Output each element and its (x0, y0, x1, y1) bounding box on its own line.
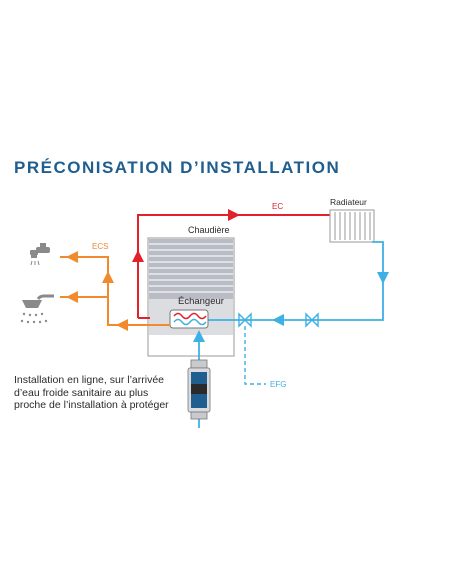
exchanger-coil (169, 309, 209, 329)
boiler-label: Chaudière (188, 225, 230, 235)
ecs-arrow-up (102, 271, 114, 283)
valve-icon (305, 312, 319, 328)
efg-label: EFG (270, 380, 286, 389)
return-arrow-left (272, 314, 284, 326)
ecs-label: ECS (92, 242, 108, 251)
page-title: PRÉCONISATION D’INSTALLATION (14, 158, 341, 177)
ec-label: EC (272, 202, 283, 211)
flow-arrow-up (132, 250, 144, 262)
flow-arrow-right (228, 209, 240, 221)
cold-water-supply (198, 326, 266, 428)
filter-device-icon (187, 359, 211, 420)
shower-icon (20, 294, 54, 324)
ecs-arrow-left-3 (66, 291, 78, 303)
note-line: Installation en ligne, sur l’arrivée (14, 374, 164, 386)
heating-circuit (137, 214, 330, 319)
ecs-arrow-left-1 (116, 319, 128, 331)
installation-note: Installation en ligne, sur l’arrivée d’e… (14, 374, 224, 412)
radiator-label: Radiateur (330, 197, 367, 207)
cold-arrow-up (193, 330, 205, 342)
note-line: proche de l’installation à protéger (14, 399, 169, 411)
radiator-icon (329, 209, 375, 243)
boiler (147, 237, 235, 357)
return-arrow-down (377, 272, 389, 284)
note-line: d’eau froide sanitaire au plus (14, 386, 149, 399)
ecs-arrow-left-2 (66, 251, 78, 263)
exchanger-label: Échangeur (178, 296, 224, 307)
valve-icon-boiler (238, 312, 252, 328)
tap-icon (30, 243, 50, 266)
